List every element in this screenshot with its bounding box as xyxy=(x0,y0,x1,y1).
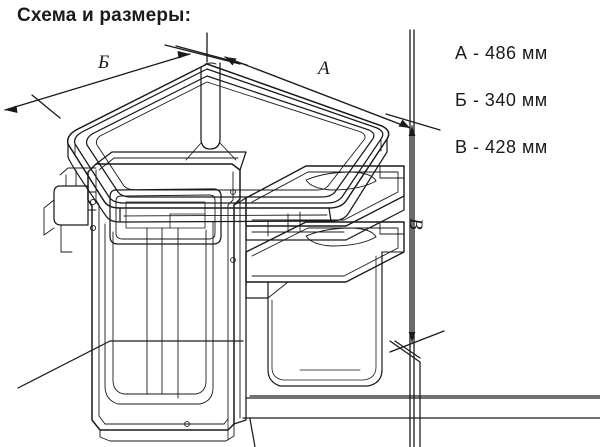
frame-rivets xyxy=(184,189,236,427)
dimension-label-a: А xyxy=(318,58,330,79)
dimension-line-b xyxy=(4,53,191,111)
bin-top-rim xyxy=(66,63,390,223)
arrowhead-b-right xyxy=(177,51,190,59)
page-title: Схема и размеры: xyxy=(17,5,192,26)
legend-text-v: В - 428 мм xyxy=(455,137,548,157)
left-bucket xyxy=(104,221,214,405)
tick-v-top xyxy=(385,113,441,131)
legend-row-v: В - 428 мм xyxy=(455,124,600,171)
legend-text-b: Б - 340 мм xyxy=(455,90,548,110)
dimension-line-a xyxy=(224,56,411,129)
legend-text-a: А - 486 мм xyxy=(455,43,548,63)
side-mounting-bracket xyxy=(43,167,97,253)
dimension-label-b: Б xyxy=(98,52,110,73)
legend-row-b: Б - 340 мм xyxy=(455,77,600,124)
tick-b-end xyxy=(164,44,241,65)
legend-row-a: А - 486 мм xyxy=(455,30,600,77)
dimension-legend: А - 486 мм Б - 340 мм В - 428 мм xyxy=(455,30,600,171)
arrowhead-v-bottom xyxy=(408,332,416,342)
floor-context-lines xyxy=(17,340,600,447)
dimension-label-v: В xyxy=(405,218,426,230)
tick-a-start xyxy=(175,45,248,66)
arrowhead-b-left xyxy=(5,105,18,113)
tick-v-bottom xyxy=(389,330,445,353)
right-lid-assembly xyxy=(245,165,405,241)
right-lid-lower xyxy=(245,221,405,299)
dimension-lines xyxy=(4,29,445,447)
carrier-frame-front xyxy=(87,151,247,431)
tick-b-start xyxy=(31,94,61,119)
frame-legs xyxy=(99,418,235,442)
arrowhead-a-right xyxy=(398,119,410,128)
right-bucket xyxy=(267,251,405,387)
arrowhead-v-top xyxy=(408,126,416,136)
